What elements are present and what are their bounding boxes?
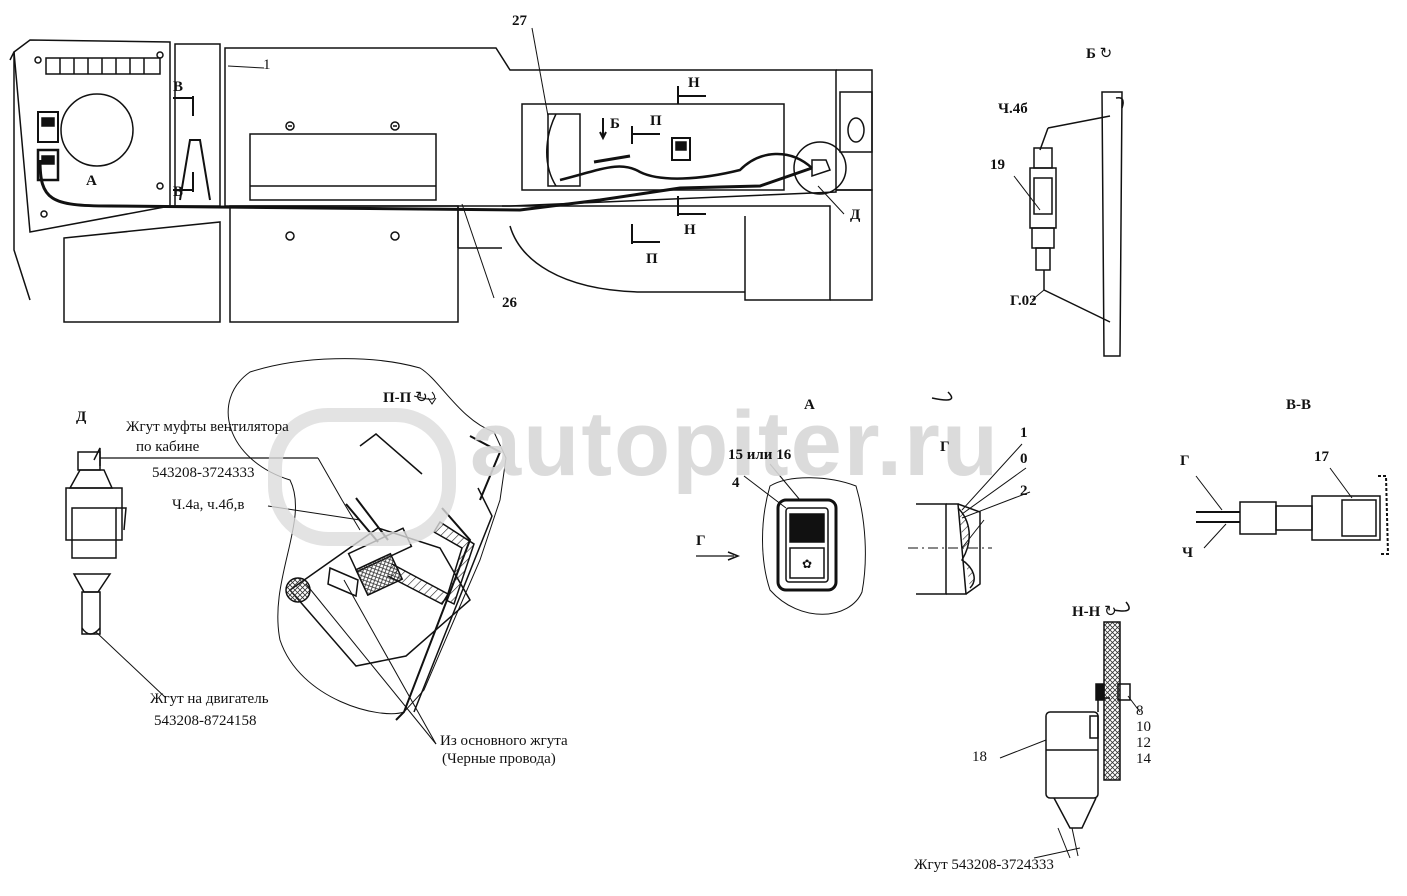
arrow-g-label: Г — [696, 533, 706, 549]
part-4: 4 — [732, 475, 740, 491]
harness-nn: Жгут 543208-3724333 — [914, 857, 1054, 873]
view-g — [908, 443, 1031, 595]
position-1: 1 — [1020, 425, 1028, 441]
dashboard-panel — [13, 39, 171, 233]
section-d: Д — [850, 207, 861, 223]
section-v-top: В — [173, 79, 184, 95]
part-12: 12 — [1136, 735, 1151, 751]
wire-bundle-cross — [285, 577, 311, 603]
part-15-or-16: 15 или 16 — [728, 447, 792, 463]
section-b: Б — [610, 116, 620, 132]
battery-box — [249, 121, 437, 201]
section-marks — [173, 86, 706, 244]
mounting-bracket — [1101, 91, 1123, 357]
main-view — [9, 27, 873, 323]
lamp-detail-circle — [793, 141, 847, 195]
watermark-logo — [268, 408, 456, 546]
main-harness-line2: (Черные провода) — [442, 751, 556, 767]
rotate-icon: ↻ — [1099, 44, 1113, 62]
view-a: ✿ — [696, 391, 953, 615]
rotate-icon: ↻ — [415, 388, 428, 406]
view-d — [65, 447, 318, 699]
section-p-bottom: П — [646, 251, 658, 267]
part-14: 14 — [1136, 751, 1151, 767]
view-nn-title: Н-Н ↻ — [1072, 602, 1117, 620]
wire-ch-label: Ч — [1182, 545, 1194, 561]
view-pp-title: П-П ↻ — [383, 388, 428, 406]
harness-fan-line1: Жгут муфты вентилятора — [126, 419, 289, 435]
position-2: 2 — [1020, 483, 1028, 499]
wire-ch4b: Ч.4б — [998, 101, 1028, 117]
view-b-title: Б ↻ — [1086, 44, 1113, 62]
main-harness — [38, 159, 813, 212]
main-harness-line1: Из основного жгута — [440, 733, 568, 749]
callout-26: 26 — [502, 295, 517, 311]
section-n-bottom: Н — [684, 222, 696, 238]
rocker-switch-15-16 — [776, 498, 838, 592]
harness-fan-line2: по кабине — [136, 439, 200, 455]
rocker-profile — [957, 503, 981, 595]
view-vv — [1195, 467, 1390, 555]
harness-engine-line1: Жгут на двигатель — [150, 691, 269, 707]
wires-ch4: Ч.4а, ч.4б,в — [172, 497, 245, 513]
rotate-icon: ↻ — [1104, 602, 1117, 620]
watermark-text: autopiter.ru — [470, 393, 1001, 495]
view-vv-title: В-В — [1286, 397, 1312, 413]
switch-upper — [37, 111, 59, 143]
section-a: А — [86, 173, 97, 189]
part-10: 10 — [1136, 719, 1151, 735]
section-v-bottom: В — [173, 184, 184, 200]
section-n-top: Н — [688, 75, 700, 91]
view-a-title: А — [804, 397, 815, 413]
part-18: 18 — [972, 749, 987, 765]
gauge-circle — [60, 93, 134, 167]
part-17: 17 — [1314, 449, 1329, 465]
svg-text:✿: ✿ — [802, 557, 812, 571]
view-b — [1013, 91, 1124, 357]
wire-g-label: Г — [1180, 453, 1190, 469]
view-nn — [999, 601, 1141, 859]
view-g-title: Г — [940, 439, 950, 455]
wall-section — [1103, 621, 1121, 781]
connector-17 — [1311, 495, 1381, 541]
callout-27: 27 — [512, 13, 527, 29]
part-19: 19 — [990, 157, 1005, 173]
part-8: 8 — [1136, 703, 1144, 719]
harness-fan-code: 543208-3724333 — [152, 465, 255, 481]
frame-column-1 — [174, 43, 221, 207]
wire-g02: Г.02 — [1010, 293, 1037, 309]
indicator-strip — [45, 57, 161, 75]
relay-18 — [1045, 711, 1099, 799]
position-0: 0 — [1020, 451, 1028, 467]
view-d-title: Д — [76, 409, 87, 425]
connector-19 — [1033, 147, 1053, 169]
harness-engine-code: 543208-8724158 — [154, 713, 257, 729]
section-p-top: П — [650, 113, 662, 129]
callout-1: 1 — [263, 57, 271, 73]
view-pp — [227, 358, 507, 745]
